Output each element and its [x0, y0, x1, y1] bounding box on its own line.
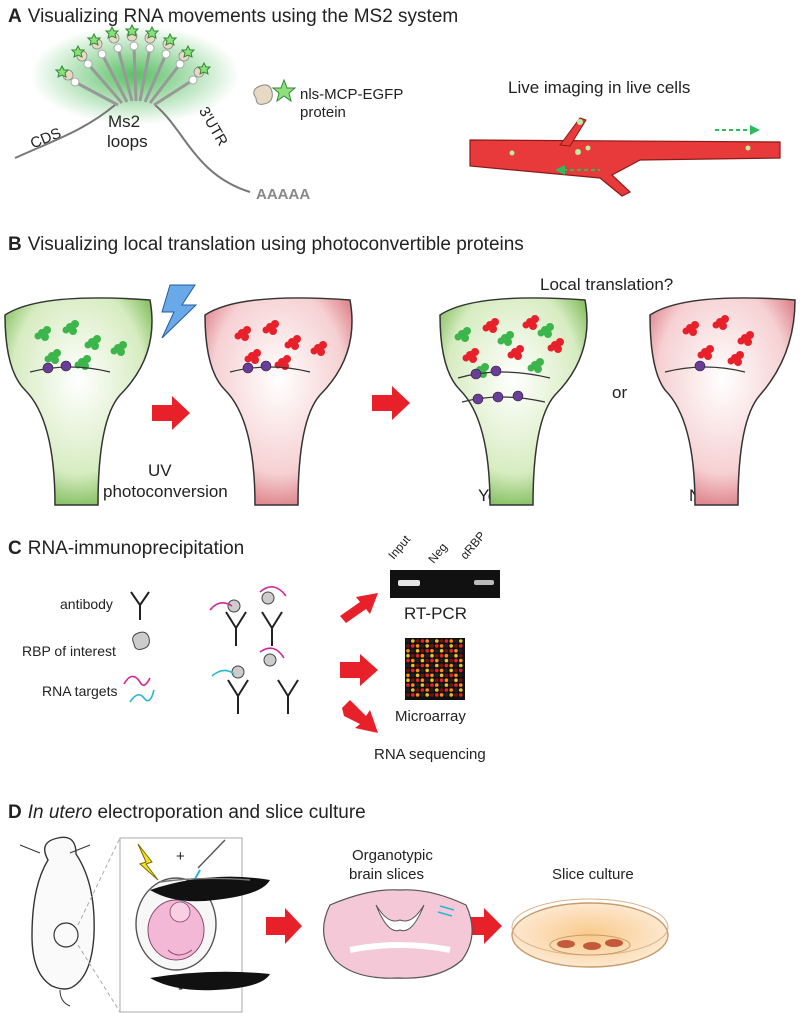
mcp-icon	[253, 84, 273, 105]
rtpcr-label: RT-PCR	[404, 604, 467, 623]
process-arrows-d	[266, 908, 502, 944]
rna-target-magenta-icon	[123, 675, 151, 686]
rna-granules	[509, 119, 751, 156]
utr-strand	[154, 104, 251, 193]
panel-a-letter: A	[8, 6, 22, 27]
panel-d-letter: D	[8, 802, 22, 823]
zoom-box	[119, 837, 243, 1013]
panel-b-letter: B	[8, 234, 22, 255]
plus-label: +	[176, 848, 185, 865]
mouse-illustration	[19, 836, 95, 1007]
ms2-stem-loops	[74, 45, 194, 107]
ms2-reporter-diagram	[14, 23, 251, 193]
antibody-legend-label: antibody	[60, 596, 113, 612]
live-imaging-label: Live imaging in live cells	[508, 78, 691, 97]
live-dendrite-diagram	[469, 117, 781, 197]
local-translation-question: Local translation?	[540, 275, 674, 294]
antibody-legend-icon	[130, 591, 150, 620]
slice-culture-label: Slice culture	[552, 866, 634, 883]
panel-a-title-text: Visualizing RNA movements using the MS2 …	[27, 6, 459, 27]
neuron-after	[204, 297, 353, 506]
egfp-stars	[54, 23, 212, 78]
microarray-grid	[405, 638, 465, 700]
zoom-lines	[77, 837, 121, 1013]
mcp-egfp-protein-icon	[253, 78, 297, 105]
panel-d-title-italic: In utero	[27, 802, 93, 823]
uv-label-1: UV	[148, 461, 172, 480]
dendrite-spine	[559, 117, 587, 147]
panel-c-title-text: RNA-immunoprecipitation	[27, 538, 245, 559]
rbp-legend-icon	[132, 631, 150, 650]
electroporation-scene	[135, 839, 270, 991]
uv-label-2: photoconversion	[103, 482, 228, 501]
organotypic-label-2: brain slices	[349, 866, 425, 883]
neuron-no	[649, 297, 796, 506]
protein-label-1: nls-MCP-EGFP	[300, 86, 404, 103]
or-label: or	[612, 383, 628, 402]
egfp-star-icon	[271, 78, 297, 103]
rna-target-cyan-icon	[129, 689, 155, 703]
uv-lightning-icon	[161, 284, 198, 339]
polya-label: AAAAA	[256, 186, 311, 203]
rbp-legend-label: RBP of interest	[22, 643, 116, 659]
culture-dish	[511, 898, 669, 968]
protein-label-2: protein	[300, 104, 346, 121]
brain-slice	[323, 889, 473, 979]
minus-label: -	[178, 980, 183, 997]
rtpcr-gel	[390, 570, 500, 598]
microarray-label: Microarray	[395, 708, 466, 725]
transport-arrows	[555, 125, 760, 175]
rna-legend-label: RNA targets	[42, 683, 118, 699]
panel-b-title-text: Visualizing local translation using phot…	[27, 234, 524, 255]
stem-loop-caps	[70, 41, 198, 87]
cds-strand	[14, 104, 116, 159]
dendrite-shape	[469, 139, 781, 197]
ip-complexes	[209, 586, 299, 714]
process-arrows-c	[340, 593, 378, 733]
mrna-ribosomes	[29, 360, 746, 405]
process-arrows-b	[152, 386, 410, 430]
neuron-before	[4, 297, 153, 506]
panel-d-title-text: electroporation and slice culture	[97, 802, 366, 823]
ms2-label-2: loops	[107, 132, 148, 151]
rna-sequencing-label: RNA sequencing	[374, 746, 486, 763]
organotypic-label-1: Organotypic	[352, 847, 433, 864]
panel-c-letter: C	[8, 538, 22, 559]
